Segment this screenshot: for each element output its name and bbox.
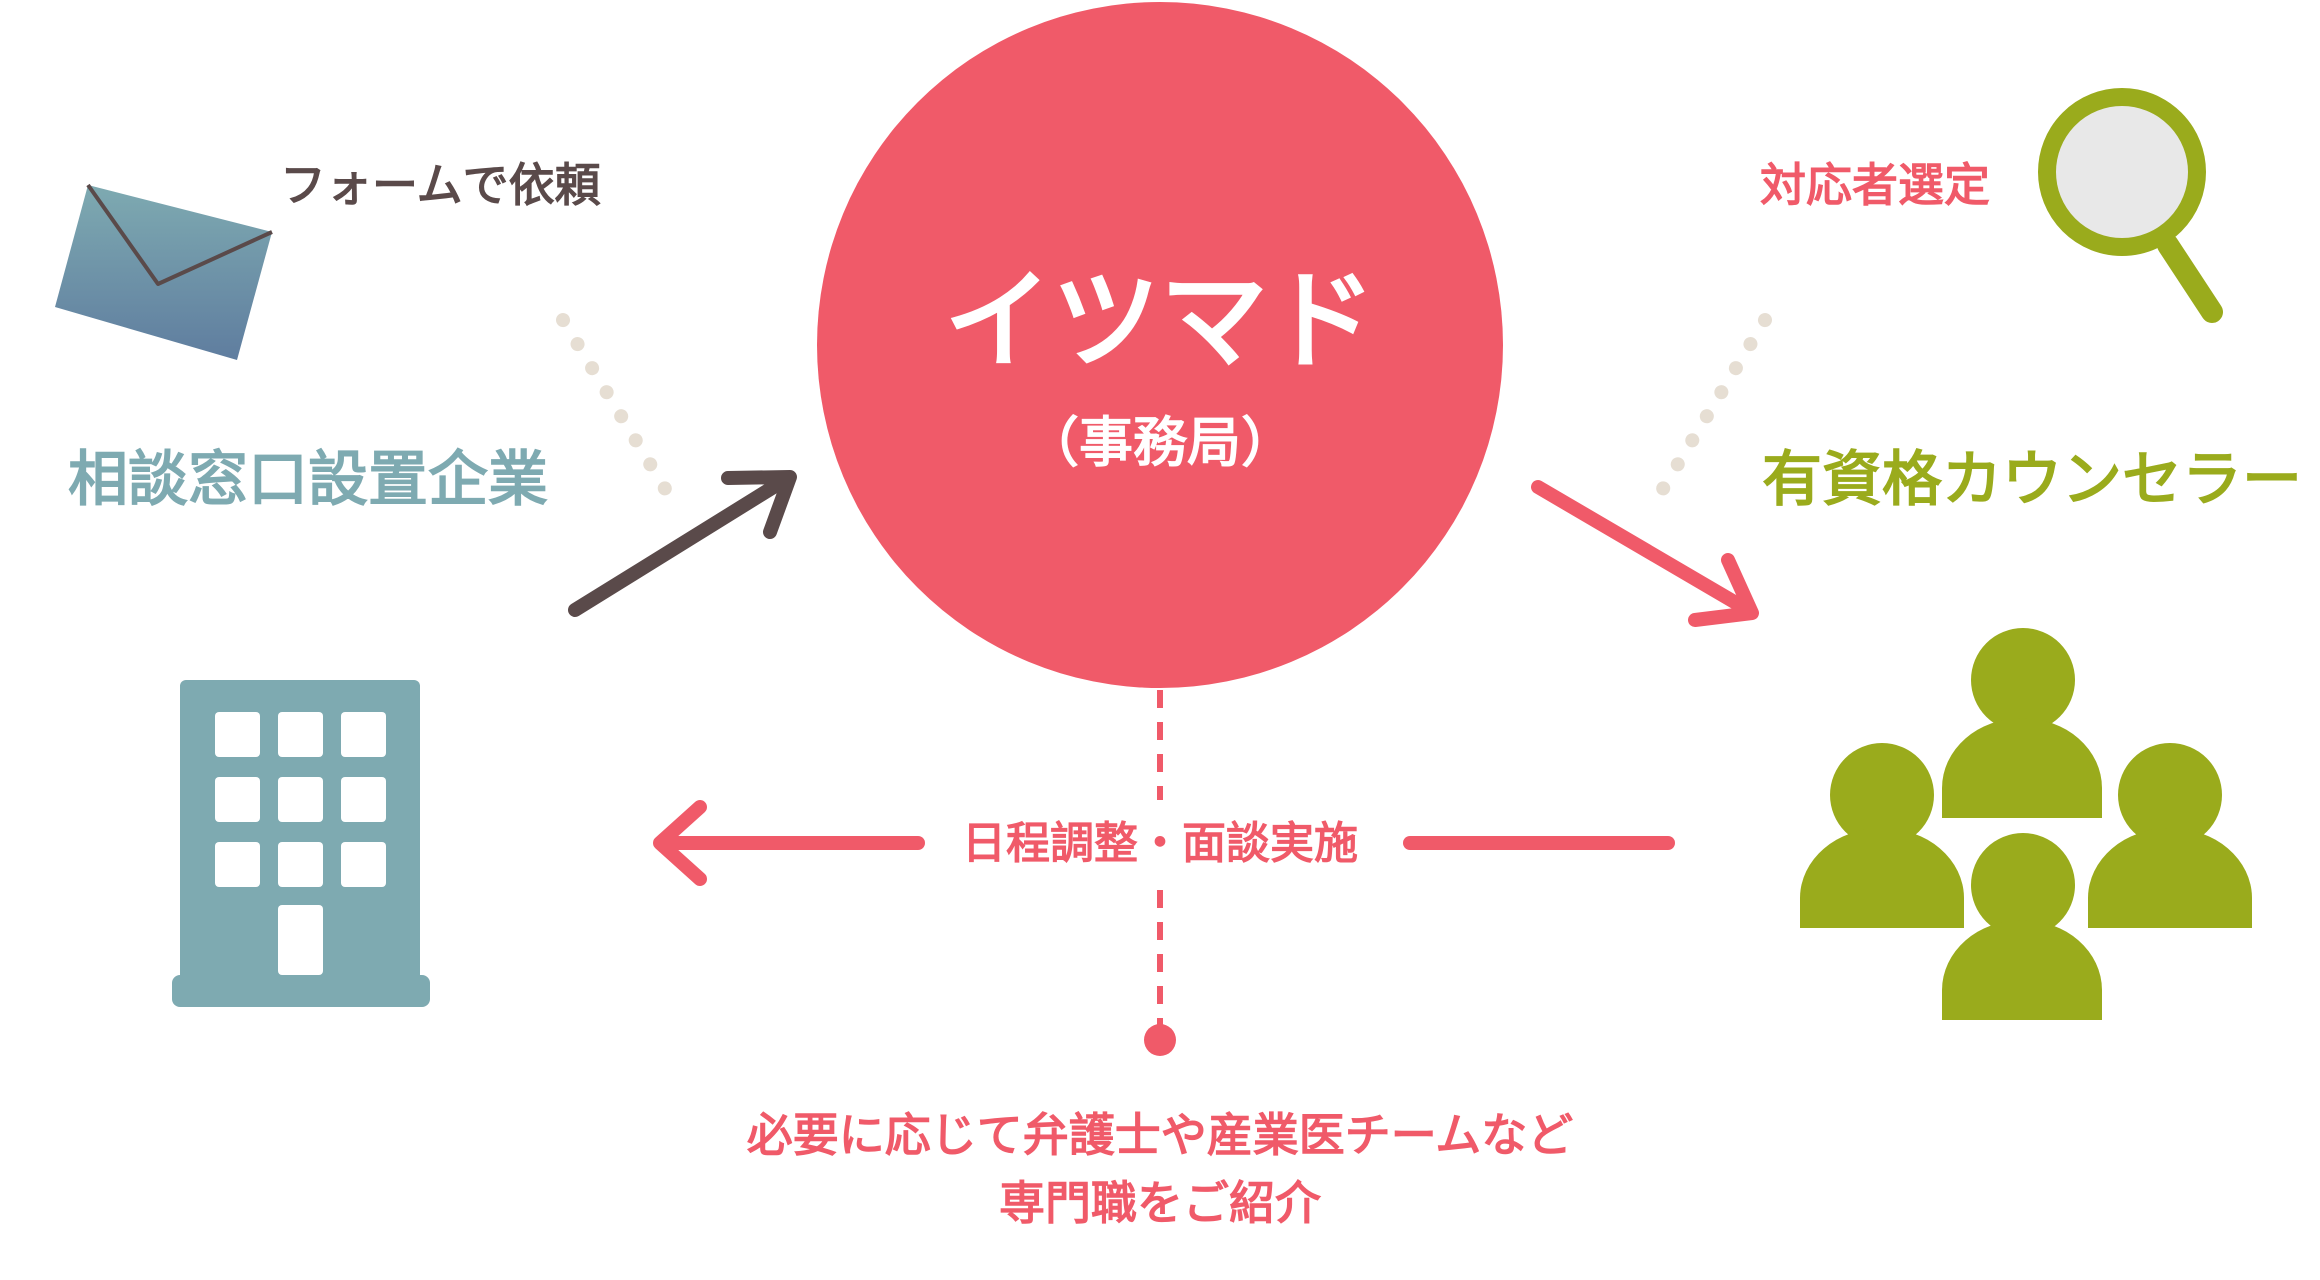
specialist-note-line1: 必要に応じて弁護士や産業医チームなど	[746, 1108, 1574, 1162]
counselor-label: 有資格カウンセラー	[1762, 445, 2302, 515]
center-circle	[817, 2, 1503, 688]
magnifying-glass-icon	[2038, 88, 2223, 323]
form-request-label: フォームで依頼	[280, 158, 601, 212]
dotted-connector-right	[1651, 313, 1772, 504]
envelope-icon	[55, 183, 273, 360]
office-building-icon	[172, 680, 430, 1007]
center-subtitle: （事務局）	[1025, 411, 1295, 474]
arrow-center-to-counselor	[1531, 480, 1759, 627]
center-title: イツマド	[943, 259, 1376, 384]
arrow-schedule-to-company	[653, 800, 1675, 886]
dotted-connector-left	[556, 313, 677, 504]
arrow-company-to-center	[568, 470, 797, 617]
specialist-note-line2: 専門職をご紹介	[999, 1176, 1321, 1230]
consult-company-label: 相談窓口設置企業	[68, 445, 548, 515]
schedule-label: 日程調整・面談実施	[962, 818, 1358, 869]
people-group-icon	[1800, 628, 2252, 1020]
dashed-connector-specialist	[1144, 690, 1176, 1056]
selection-label: 対応者選定	[1760, 158, 1990, 212]
